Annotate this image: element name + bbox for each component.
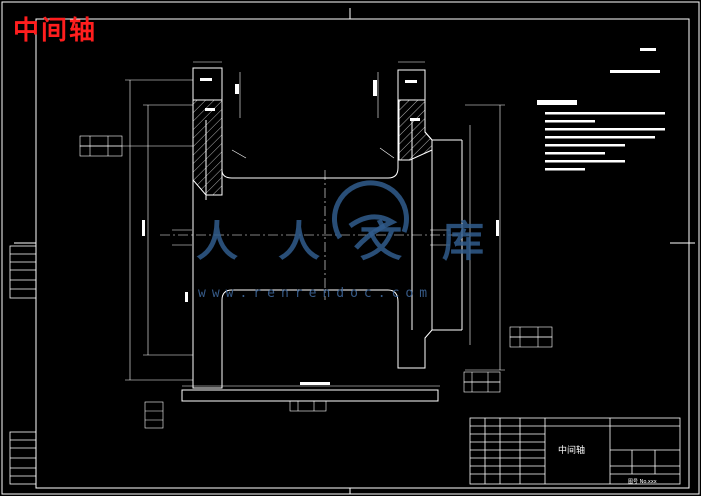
dimension-lines (125, 61, 505, 387)
watermark-brand: 人人文库 (196, 217, 525, 266)
drawing-title: 中间轴 (13, 16, 98, 46)
annotation-marks (142, 48, 660, 385)
shaft-section (181, 67, 463, 402)
tolerance-frames (79, 135, 553, 429)
watermark-logo (331, 180, 409, 250)
center-line (160, 170, 470, 300)
watermark-url: www.renrendoc.com (198, 286, 434, 301)
technical-requirements (537, 100, 665, 171)
title-block (469, 417, 681, 485)
title-block-part-name: 中间轴 (558, 446, 586, 456)
binding-strip (9, 245, 37, 485)
centering-marks (14, 8, 695, 494)
title-block-drawing-number: 图号 No.xxx (628, 479, 657, 485)
